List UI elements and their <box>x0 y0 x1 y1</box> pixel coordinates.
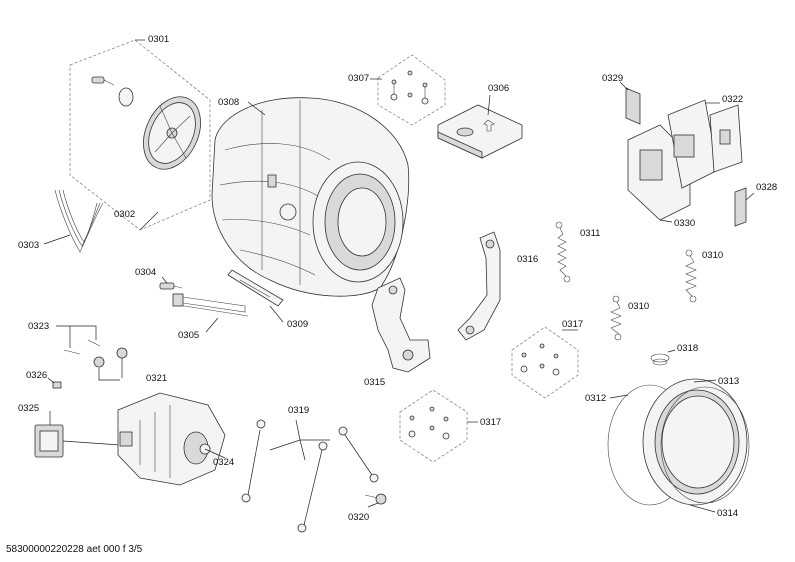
label-0312: 0312 <box>585 393 606 404</box>
label-0310-lower: 0310 <box>628 301 649 312</box>
label-0325: 0325 <box>18 403 39 414</box>
small-clip-0326 <box>47 377 62 389</box>
label-0321: 0321 <box>146 373 167 384</box>
door-seal-assembly <box>607 378 750 513</box>
spring-0311 <box>555 221 571 283</box>
pulley-bolt <box>91 76 115 86</box>
label-0308: 0308 <box>218 97 239 108</box>
shock-absorbers <box>241 419 379 533</box>
label-0326: 0326 <box>26 370 47 381</box>
heater-seal <box>227 269 284 323</box>
label-0317-upper: 0317 <box>562 319 583 330</box>
document-id: 58300000220228 aet 000 f 3/5 <box>6 544 143 555</box>
bracket-right <box>457 231 501 341</box>
screw-kit-0317-lower <box>399 389 478 463</box>
tub-rear-half <box>211 97 410 297</box>
label-0329: 0329 <box>602 73 623 84</box>
label-0309: 0309 <box>287 319 308 330</box>
bracket-left <box>371 277 431 373</box>
label-0330: 0330 <box>674 218 695 229</box>
label-0323: 0323 <box>28 321 49 332</box>
label-0315: 0315 <box>364 377 385 388</box>
label-0328: 0328 <box>756 182 777 193</box>
drum-pulley <box>143 96 201 170</box>
label-0313: 0313 <box>718 376 739 387</box>
label-0307: 0307 <box>348 73 369 84</box>
drive-motor <box>117 392 226 486</box>
screw-kit-0317-upper <box>511 326 579 399</box>
connector-0328 <box>734 187 755 227</box>
spring-0310-lower <box>610 295 622 341</box>
spring-0310-upper <box>685 249 697 303</box>
label-0314: 0314 <box>717 508 738 519</box>
label-0303: 0303 <box>18 240 39 251</box>
label-0324: 0324 <box>213 457 234 468</box>
heating-element <box>172 293 249 333</box>
pulley-washer <box>118 87 134 107</box>
screw-kit-0307 <box>370 54 446 126</box>
label-0304: 0304 <box>135 267 156 278</box>
connector-0329 <box>619 81 641 125</box>
label-0319: 0319 <box>288 405 309 416</box>
bolt-0320 <box>364 493 387 508</box>
motor-screws <box>56 325 128 381</box>
pulley-group <box>69 39 211 231</box>
label-0310-upper: 0310 <box>702 250 723 261</box>
label-0306: 0306 <box>488 83 509 94</box>
door-seal-clip <box>650 349 676 366</box>
cover-plate <box>437 94 523 159</box>
callout-labels: 0301 0302 0303 0304 0305 0306 0307 0308 … <box>18 34 777 523</box>
label-0311: 0311 <box>580 228 600 239</box>
control-board <box>667 99 720 189</box>
display-board <box>709 104 743 173</box>
label-0302: 0302 <box>114 209 135 220</box>
motor-connector <box>34 411 121 458</box>
label-0318: 0318 <box>677 343 698 354</box>
label-0320: 0320 <box>348 512 369 523</box>
label-0317-lower: 0317 <box>480 417 501 428</box>
label-0305: 0305 <box>178 330 199 341</box>
label-0316: 0316 <box>517 254 538 265</box>
temperature-sensor <box>159 276 183 290</box>
label-0301: 0301 <box>148 34 169 45</box>
drive-belt <box>43 189 104 253</box>
label-0322: 0322 <box>722 94 743 105</box>
